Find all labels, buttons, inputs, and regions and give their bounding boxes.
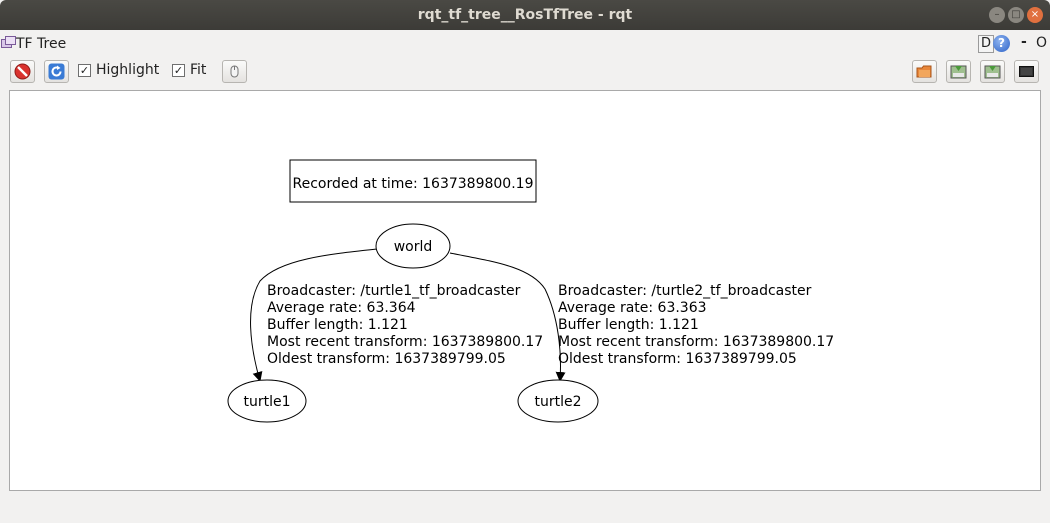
close-window-button[interactable]: ×: [1027, 7, 1043, 23]
node-turtle1-label: turtle1: [243, 394, 290, 410]
edge-world-turtle2: [449, 252, 566, 382]
minimize-plugin-button[interactable]: -: [1021, 34, 1027, 50]
help-icon[interactable]: ?: [993, 35, 1010, 52]
refresh-icon: [48, 63, 65, 80]
edge2-broadcaster: Broadcaster: /turtle2_tf_broadcaster: [558, 283, 812, 299]
save-image-icon: [1019, 66, 1034, 77]
fit-label: Fit: [190, 62, 207, 78]
edge2-rate: Average rate: 63.363: [558, 300, 707, 316]
graph-canvas[interactable]: Recorded at time: 1637389800.19 world tu…: [9, 90, 1041, 491]
recorded-time-label: Recorded at time: 1637389800.19: [293, 176, 534, 192]
window-title: rqt_tf_tree__RosTfTree - rqt: [417, 7, 633, 23]
edge1-buffer: Buffer length: 1.121: [267, 317, 408, 333]
toolbar: ✓ Highlight ✓ Fit: [0, 58, 1050, 86]
plugin-icon: [1, 36, 16, 48]
node-turtle1[interactable]: [227, 379, 307, 423]
node-world-label: world: [394, 239, 433, 255]
edge2-oldest: Oldest transform: 1637389799.05: [558, 351, 797, 367]
stop-icon: [14, 63, 31, 80]
minimize-button[interactable]: –: [989, 7, 1005, 23]
save-svg-icon: [984, 65, 1001, 79]
edge2-recent: Most recent transform: 1637389800.17: [558, 334, 834, 350]
highlight-label: Highlight: [96, 62, 160, 78]
load-dot-button[interactable]: [912, 60, 937, 83]
edge-world-turtle1: [250, 248, 378, 382]
node-world[interactable]: [375, 223, 451, 269]
edge1-broadcaster: Broadcaster: /turtle1_tf_broadcaster: [267, 283, 521, 299]
recorded-time-box: [289, 159, 537, 203]
edge2-label: Broadcaster: /turtle2_tf_broadcaster Ave…: [558, 283, 834, 367]
save-dot-button[interactable]: [946, 60, 971, 83]
maximize-button[interactable]: □: [1008, 7, 1024, 23]
fit-checkbox[interactable]: ✓: [172, 64, 185, 77]
refresh-button[interactable]: [44, 60, 69, 83]
window-titlebar: rqt_tf_tree__RosTfTree - rqt – □ ×: [0, 0, 1050, 30]
plugin-title: TF Tree: [16, 36, 67, 52]
highlight-checkbox[interactable]: ✓: [78, 64, 91, 77]
dock-button[interactable]: D: [978, 35, 994, 53]
node-turtle2-label: turtle2: [534, 394, 581, 410]
edge2-buffer: Buffer length: 1.121: [558, 317, 699, 333]
node-turtle2[interactable]: [517, 379, 599, 423]
clear-button[interactable]: [10, 60, 35, 83]
tf-tree-graph: Recorded at time: 1637389800.19 world tu…: [227, 159, 834, 423]
close-plugin-button[interactable]: O: [1036, 35, 1048, 51]
open-folder-icon: [916, 65, 932, 78]
save-dot-icon: [950, 65, 967, 79]
edge1-rate: Average rate: 63.364: [267, 300, 416, 316]
plugin-header: TF Tree D ? - O: [0, 30, 1050, 58]
save-image-button[interactable]: [1014, 60, 1039, 83]
save-svg-button[interactable]: [980, 60, 1005, 83]
mouse-icon: [230, 65, 239, 78]
fit-view-button[interactable]: [222, 60, 247, 83]
edge1-recent: Most recent transform: 1637389800.17: [267, 334, 543, 350]
edge1-label: Broadcaster: /turtle1_tf_broadcaster Ave…: [267, 283, 543, 367]
edge1-oldest: Oldest transform: 1637389799.05: [267, 351, 506, 367]
